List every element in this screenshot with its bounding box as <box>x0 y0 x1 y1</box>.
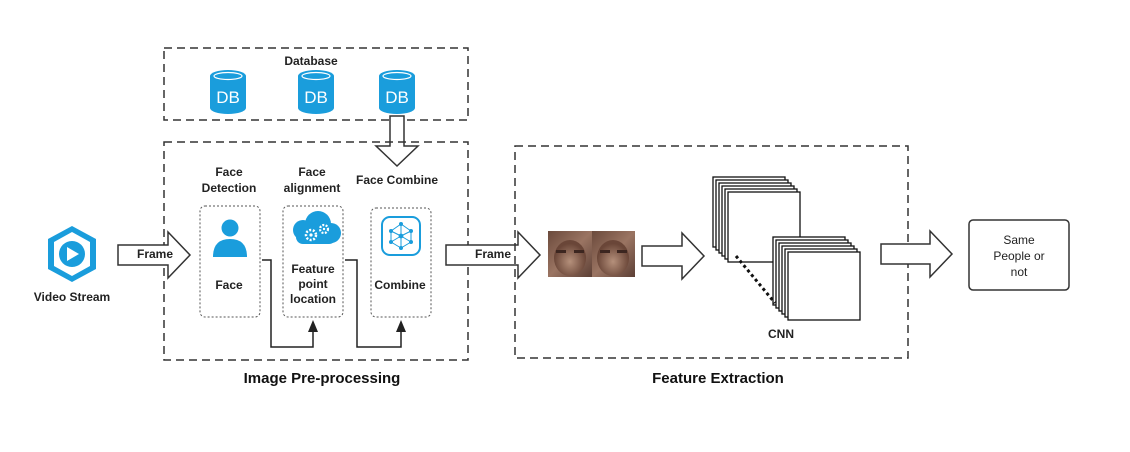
db-label: DB <box>304 88 328 107</box>
frame-arrow-2 <box>445 230 542 280</box>
person-icon <box>213 219 247 257</box>
face-alignment-header: alignment <box>284 181 341 195</box>
database-icon: DB <box>298 70 334 114</box>
feature-card-label: location <box>290 292 336 306</box>
result-text: not <box>1011 265 1028 279</box>
face-detection-card <box>199 205 261 318</box>
database-icon: DB <box>379 70 415 114</box>
face-alignment-card <box>282 205 344 318</box>
output-arrow <box>880 229 954 279</box>
database-title: Database <box>284 54 338 68</box>
database-icon: DB <box>210 70 246 114</box>
cnn-input-arrow <box>641 231 706 281</box>
feature-extraction-title: Feature Extraction <box>652 370 784 387</box>
cnn-connection <box>734 255 777 304</box>
network-icon <box>381 216 421 256</box>
frame-label-1: Frame <box>137 247 173 261</box>
combine-card-label: Combine <box>374 278 426 292</box>
cnn-layer-stack <box>712 176 801 263</box>
db-down-arrow <box>374 115 420 168</box>
face-alignment-header: Face <box>298 165 326 179</box>
face-thumbnail-pair <box>548 231 635 277</box>
face-detection-header: Detection <box>202 181 257 195</box>
cnn-layer-stack <box>772 236 861 321</box>
connector-face-to-alignment <box>262 259 314 348</box>
face-detection-header: Face <box>215 165 243 179</box>
feature-card-label: point <box>298 277 327 291</box>
feature-card-label: Feature <box>291 262 335 276</box>
db-label: DB <box>385 88 409 107</box>
connector-alignment-to-combine <box>345 259 402 348</box>
result-box <box>968 219 1070 291</box>
db-label: DB <box>216 88 240 107</box>
connector-arrowhead <box>396 320 406 332</box>
database-box <box>163 47 469 121</box>
video-play-icon <box>48 226 96 282</box>
cloud-gear-icon <box>293 211 341 244</box>
cnn-label: CNN <box>768 327 794 341</box>
face-combine-card <box>370 207 432 318</box>
face-combine-header: Face Combine <box>356 173 438 187</box>
result-text: People or <box>993 249 1044 263</box>
frame-label-2: Frame <box>475 247 511 261</box>
connector-arrowhead <box>308 320 318 332</box>
result-text: Same <box>1003 233 1035 247</box>
face-card-label: Face <box>215 278 243 292</box>
frame-arrow-1 <box>117 230 192 280</box>
video-stream-label: Video Stream <box>34 290 110 304</box>
preprocessing-title: Image Pre-processing <box>244 370 401 387</box>
